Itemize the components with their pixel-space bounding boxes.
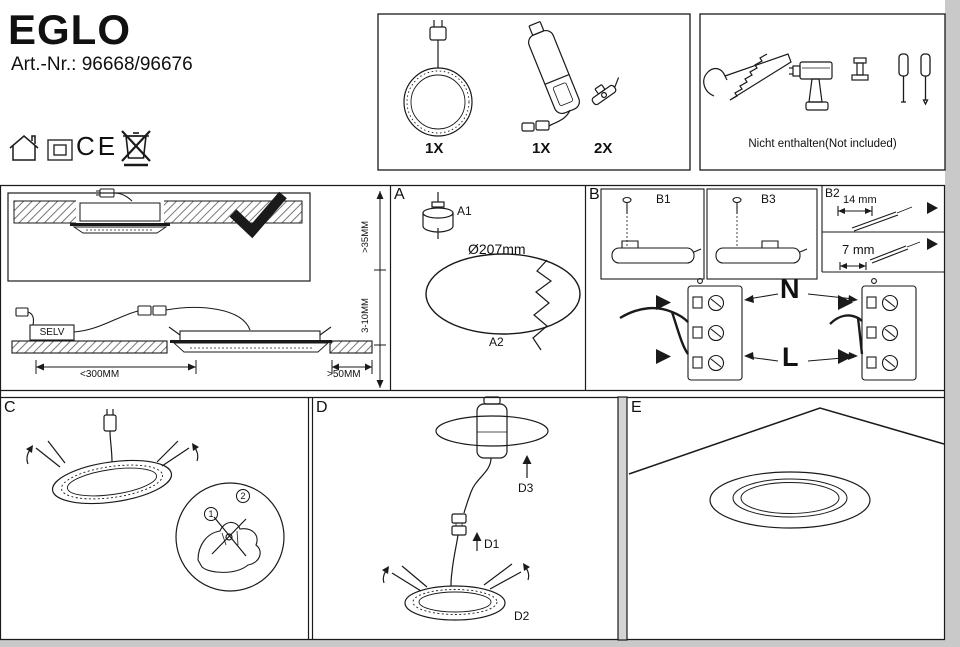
dimension-marks	[35, 191, 386, 388]
saw-cut-line	[532, 259, 553, 351]
b1-label: B1	[656, 192, 671, 206]
strip-7mm-label: 7 mm	[842, 242, 875, 257]
section-b-art	[600, 185, 944, 381]
installed-light	[709, 471, 871, 529]
neutral-label: N	[780, 274, 800, 304]
qty-driver-label: 1X	[532, 140, 551, 157]
d-wire-lower	[450, 534, 459, 587]
ceiling-edges	[628, 407, 945, 475]
dim-thickness-label: 3-10MM	[360, 298, 372, 333]
section-c-art	[26, 409, 285, 592]
b3-box	[706, 188, 818, 280]
c-panel-with-springs	[26, 409, 199, 505]
selv-label: SELV	[39, 327, 65, 338]
strip-14mm-label: 14 mm	[843, 194, 877, 206]
ceiling-hole	[435, 415, 549, 447]
b3-label: B3	[761, 192, 776, 206]
section-d-label: D	[316, 399, 328, 416]
frame-lines	[0, 184, 946, 641]
terminal-blocks	[619, 278, 917, 381]
saw-icon	[703, 53, 792, 101]
d2-label: D2	[514, 609, 530, 623]
double-insulation-icon	[47, 139, 73, 161]
c-step1-badge: 1	[204, 507, 218, 521]
cutout-circle	[425, 253, 581, 335]
b2-strip-detail	[837, 202, 938, 270]
section-b-label: B	[589, 186, 600, 203]
c-step2-badge: 2	[236, 489, 250, 503]
d1-label: D1	[484, 537, 500, 551]
sheet-background	[0, 0, 945, 640]
brand-logo: EGLO	[8, 6, 132, 53]
install-diagram	[7, 188, 386, 388]
d-driver	[476, 396, 508, 459]
b2-label: B2	[825, 186, 840, 200]
live-label: L	[782, 342, 799, 372]
mount-icon	[851, 57, 869, 81]
section-a-art	[422, 192, 581, 351]
mounted-section	[11, 305, 373, 354]
diameter-label: Ø207mm	[468, 241, 526, 257]
d3-label: D3	[518, 481, 534, 495]
d-panel	[382, 563, 530, 621]
a2-label: A2	[489, 335, 504, 349]
safety-icons	[9, 130, 151, 167]
section-d-art	[382, 396, 549, 621]
dim-width-label: <300MM	[80, 369, 120, 380]
section-c-label: C	[4, 399, 16, 416]
c-hand-detail	[175, 482, 285, 592]
ce-mark: CE	[76, 131, 119, 161]
section-e-label: E	[631, 399, 642, 416]
article-number: Art.-Nr.: 96668/96676	[11, 54, 193, 75]
hole-saw-icon	[422, 192, 454, 239]
checkmark-icon	[229, 191, 287, 239]
correct-mount-inset	[7, 188, 311, 282]
parts-box	[377, 13, 691, 171]
qty-clamp-label: 2X	[594, 140, 613, 157]
d-wire-upper	[463, 457, 492, 514]
qty-light-label: 1X	[425, 140, 444, 157]
b1-detail	[611, 196, 702, 264]
driver-part	[521, 21, 580, 132]
d-connectors	[451, 513, 467, 536]
a1-label: A1	[457, 204, 472, 218]
weee-bin-icon	[121, 130, 151, 167]
tools-box	[699, 13, 946, 171]
section-e-art	[628, 407, 945, 529]
b3-detail	[715, 196, 808, 264]
dim-void-label: >35MM	[360, 220, 372, 253]
panel-light-part	[403, 20, 473, 137]
drill-icon	[789, 61, 833, 111]
b1-box	[600, 188, 705, 280]
screwdriver-icons	[898, 53, 931, 106]
clamp-part	[591, 77, 620, 106]
house-icon	[9, 135, 39, 161]
d3-arrow	[522, 455, 532, 478]
dim-edge-label: >50MM	[327, 369, 361, 380]
section-a-label: A	[394, 186, 405, 203]
tools-note: Nicht enthalten(Not included)	[748, 138, 897, 150]
d1-arrow	[472, 532, 482, 551]
